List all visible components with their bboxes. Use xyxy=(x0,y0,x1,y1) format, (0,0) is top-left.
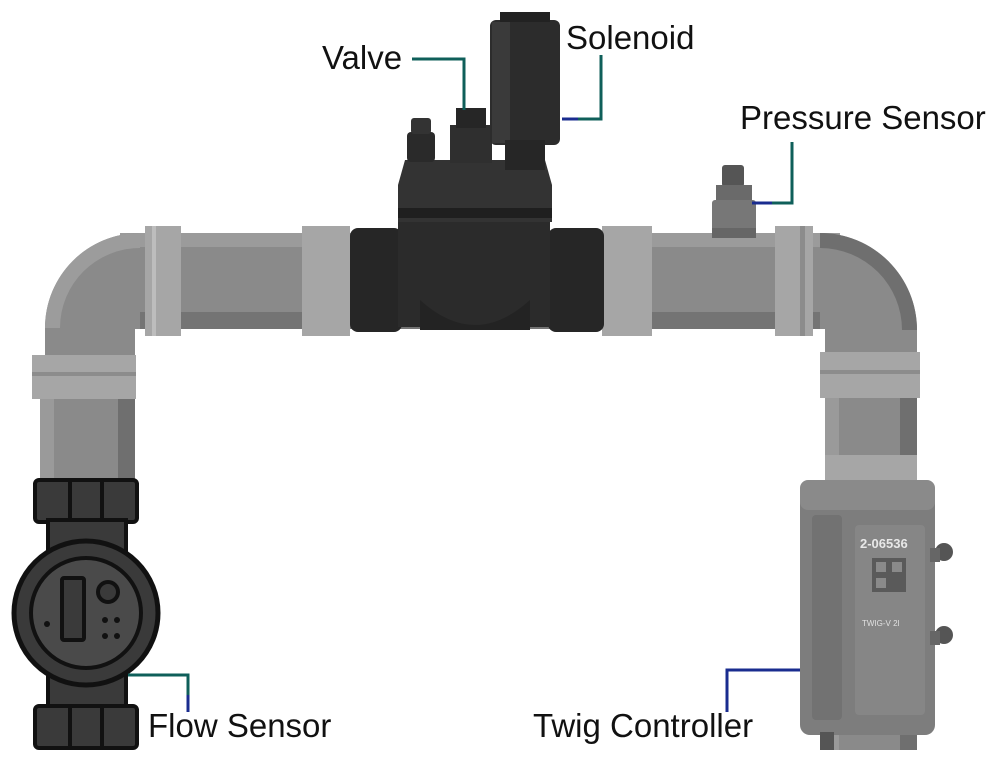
leader-lines xyxy=(128,55,800,712)
pipe-collar xyxy=(602,226,652,336)
controller-serial: 2-06536 xyxy=(860,536,908,551)
valve-leader xyxy=(412,57,466,110)
pipe-collar xyxy=(775,226,813,336)
valve-icon xyxy=(350,108,604,332)
flow-sensor-label: Flow Sensor xyxy=(148,707,332,744)
pressure-sensor-icon xyxy=(712,165,756,238)
pipe-collar xyxy=(820,352,920,398)
controller-model: TWIG-V 2I xyxy=(862,619,900,628)
flow-sensor-icon xyxy=(11,478,161,750)
twig-controller-leader xyxy=(725,668,800,712)
pipe-collar xyxy=(302,226,350,336)
pipe-collar xyxy=(32,355,136,399)
twig-controller-label: Twig Controller xyxy=(533,707,754,744)
pressure-sensor-label: Pressure Sensor xyxy=(740,99,986,136)
solenoid-icon xyxy=(490,12,560,170)
pressure-sensor-leader xyxy=(752,142,794,205)
twig-controller-icon: 2-06536 TWIG-V 2I xyxy=(800,480,953,750)
solenoid-label: Solenoid xyxy=(566,19,695,56)
right-elbow xyxy=(820,233,917,360)
valve-label: Valve xyxy=(322,39,403,76)
pipe-collar xyxy=(145,226,181,336)
solenoid-leader xyxy=(562,55,603,121)
